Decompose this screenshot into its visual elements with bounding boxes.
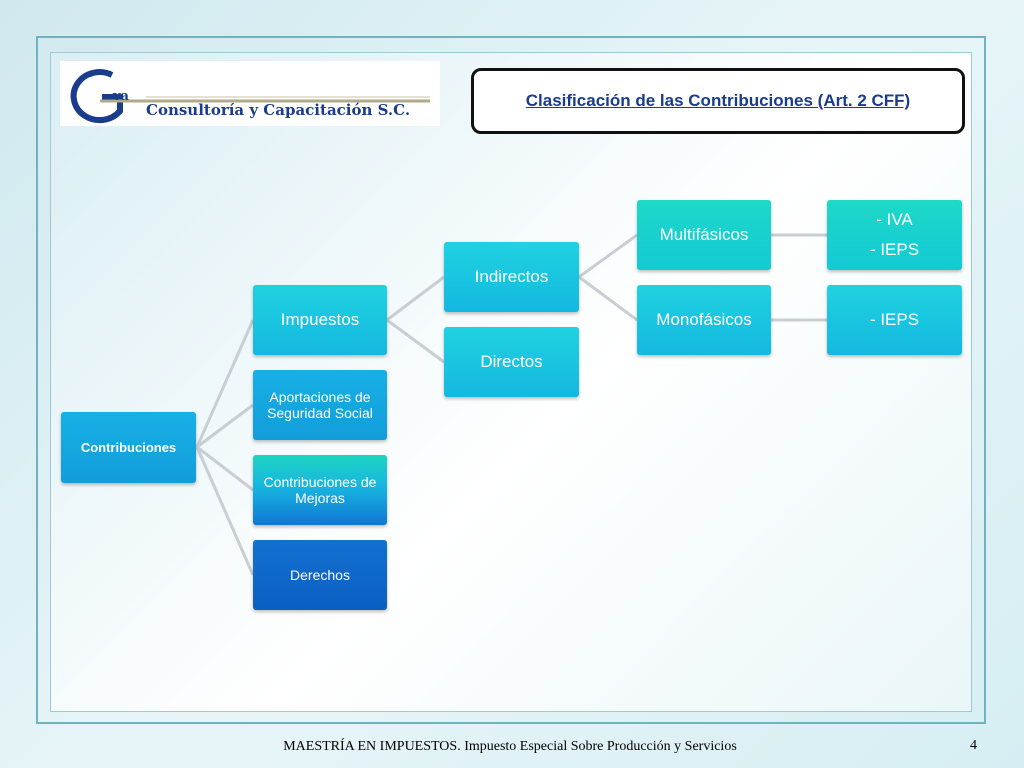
node-contribuciones: Contribuciones [61, 412, 196, 483]
item-iva: - IVA [876, 210, 913, 229]
slide-title: Clasificación de las Contribuciones (Art… [525, 91, 911, 110]
node-multifasicos: Multifásicos [637, 200, 771, 270]
logo-initials: va [113, 89, 129, 104]
page-number: 4 [970, 738, 977, 753]
logo-g-icon [70, 69, 430, 124]
node-mejoras: Contribuciones de Mejoras [253, 455, 387, 525]
company-logo: va Consultoría y Capacitación S.C. [60, 61, 440, 126]
item-ieps: - IEPS [869, 310, 920, 329]
footer-text: MAESTRÍA EN IMPUESTOS. Impuesto Especial… [283, 739, 737, 754]
title-box: Clasificación de las Contribuciones (Art… [471, 68, 965, 134]
item-ieps: - IEPS [869, 240, 920, 259]
node-directos: Directos [444, 327, 579, 397]
node-monofasicos: Monofásicos [637, 285, 771, 355]
node-derechos: Derechos [253, 540, 387, 610]
node-aportaciones: Aportaciones de Seguridad Social [253, 370, 387, 440]
node-multifasicos-items: - IVA - IEPS [827, 200, 962, 270]
node-monofasicos-items: - IEPS [827, 285, 962, 355]
slide-area [50, 52, 972, 712]
node-indirectos: Indirectos [444, 242, 579, 312]
node-impuestos: Impuestos [253, 285, 387, 355]
outer-frame [36, 36, 986, 724]
logo-company-name: Consultoría y Capacitación S.C. [146, 101, 411, 119]
